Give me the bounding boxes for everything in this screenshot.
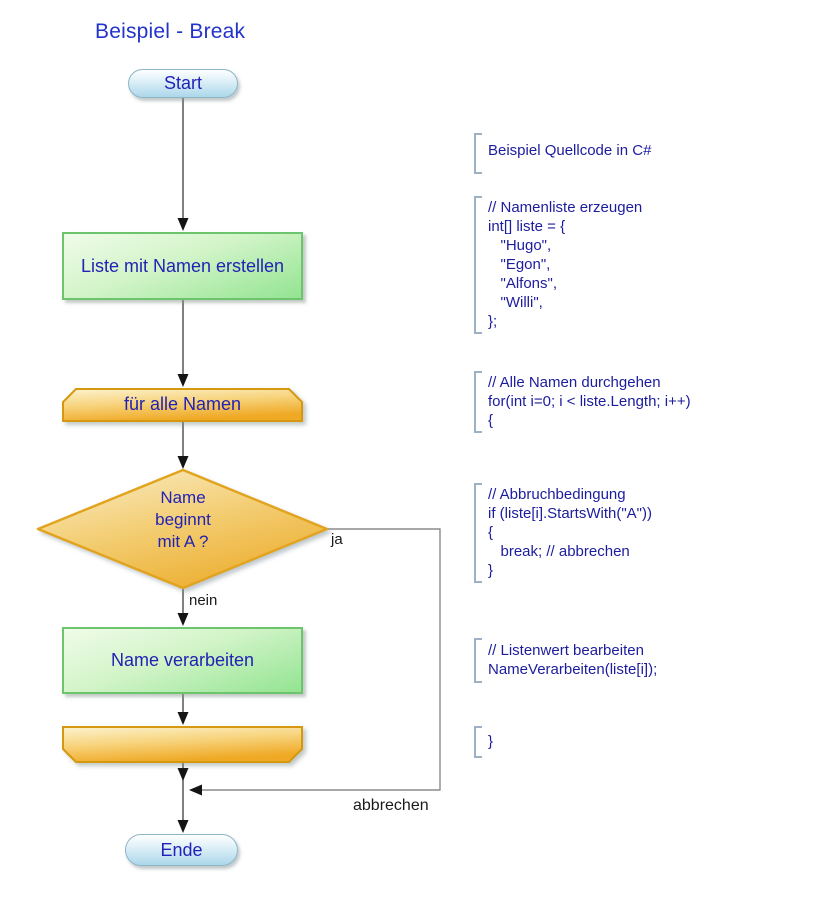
- arrowhead-into-process1: [177, 218, 189, 231]
- process-handle-name-node: Name verarbeiten: [62, 627, 303, 694]
- code-text: // Namenliste erzeugen int[] liste = { "…: [488, 199, 643, 330]
- end-node-label: Ende: [160, 839, 203, 860]
- code-text: // Abbruchbedingung if (liste[i].StartsW…: [488, 486, 652, 579]
- loop-start-shape: [62, 388, 303, 422]
- connector-ja-branch: [201, 528, 441, 791]
- arrowhead-loop-exit: [177, 768, 189, 781]
- code-text: Beispiel Quellcode in C#: [488, 142, 652, 159]
- page-title: Beispiel - Break: [95, 20, 246, 43]
- arrowhead-into-process2: [177, 613, 189, 626]
- loop-start-node: [62, 388, 303, 422]
- decision-node: [36, 468, 329, 590]
- bracket-icon: [474, 726, 482, 758]
- code-annotation-header: Beispiel Quellcode in C#: [474, 133, 651, 174]
- process-create-list-node: Liste mit Namen erstellen: [62, 232, 303, 300]
- arrowhead-abbrechen-join: [189, 784, 202, 796]
- edge-label-nein: nein: [189, 592, 218, 609]
- code-text: }: [488, 733, 494, 750]
- bracket-icon: [474, 483, 482, 583]
- bracket-icon: [474, 371, 482, 433]
- start-node: Start: [128, 69, 238, 98]
- decision-shape: [36, 468, 329, 590]
- process-create-list-label: Liste mit Namen erstellen: [80, 255, 285, 276]
- arrowhead-into-loopstart: [177, 374, 189, 387]
- code-annotation-for-loop: // Alle Namen durchgehen for(int i=0; i …: [474, 371, 691, 433]
- bracket-icon: [474, 133, 482, 174]
- bracket-icon: [474, 196, 482, 334]
- arrowhead-into-decision: [177, 456, 189, 469]
- code-annotation-process-value: // Listenwert bearbeiten NameVerarbeiten…: [474, 638, 657, 683]
- edge-label-abbrechen: abbrechen: [353, 797, 429, 814]
- code-text: // Listenwert bearbeiten NameVerarbeiten…: [488, 642, 658, 678]
- arrowhead-into-loopend: [177, 712, 189, 725]
- bracket-icon: [474, 638, 482, 683]
- code-text: // Alle Namen durchgehen for(int i=0; i …: [488, 374, 691, 429]
- arrowhead-into-end: [177, 820, 189, 833]
- start-node-label: Start: [163, 73, 202, 93]
- edge-label-ja: ja: [331, 531, 343, 548]
- loop-end-node: [62, 726, 303, 763]
- process-handle-name-label: Name verarbeiten: [110, 650, 255, 670]
- code-annotation-closing-brace: }: [474, 726, 493, 758]
- code-annotation-create-list: // Namenliste erzeugen int[] liste = { "…: [474, 196, 642, 334]
- loop-end-shape: [62, 726, 303, 763]
- end-node: Ende: [125, 834, 238, 866]
- code-annotation-break-condition: // Abbruchbedingung if (liste[i].StartsW…: [474, 483, 652, 583]
